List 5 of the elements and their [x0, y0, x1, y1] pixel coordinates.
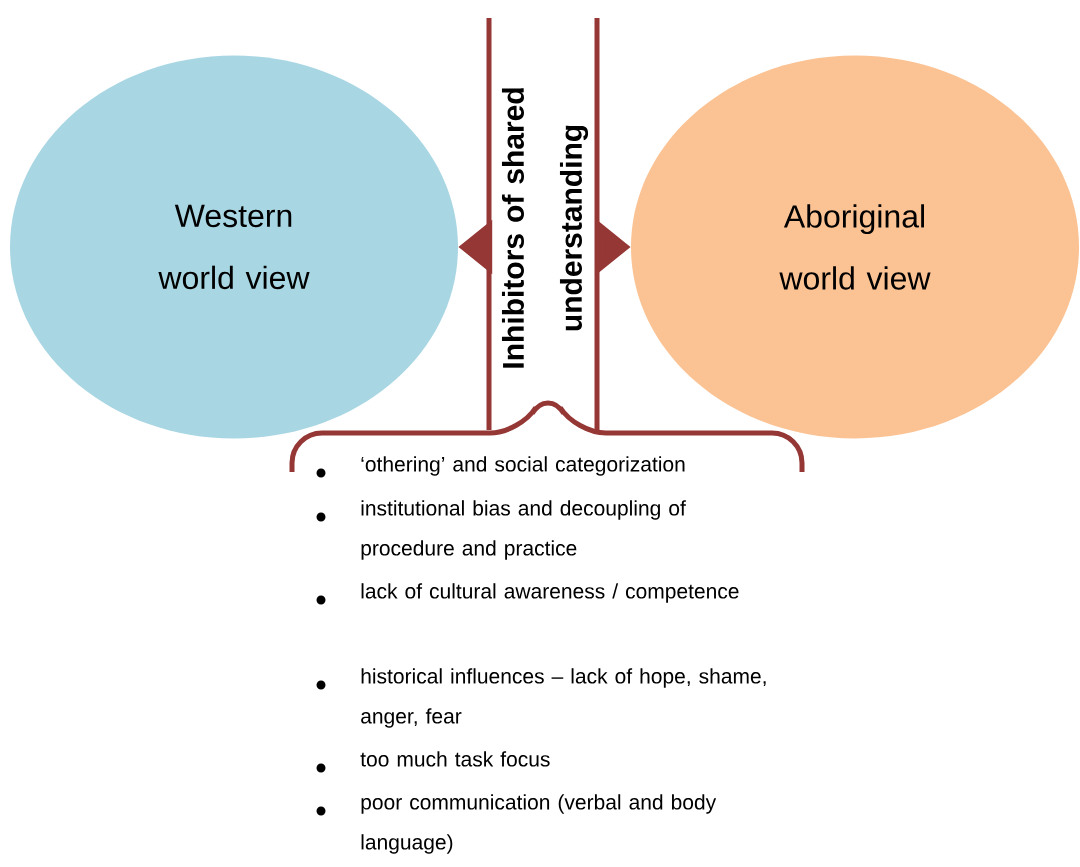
- list-item: lack of cultural awareness / competence: [361, 583, 739, 603]
- list-item: ‘othering’ and social categorization: [361, 456, 685, 476]
- list-item: too much task focus: [360, 751, 550, 767]
- list-item: poor communication (verbal and body language): [361, 794, 717, 854]
- inhibitors-band: Inhibitors of shared understanding: [486, 18, 600, 430]
